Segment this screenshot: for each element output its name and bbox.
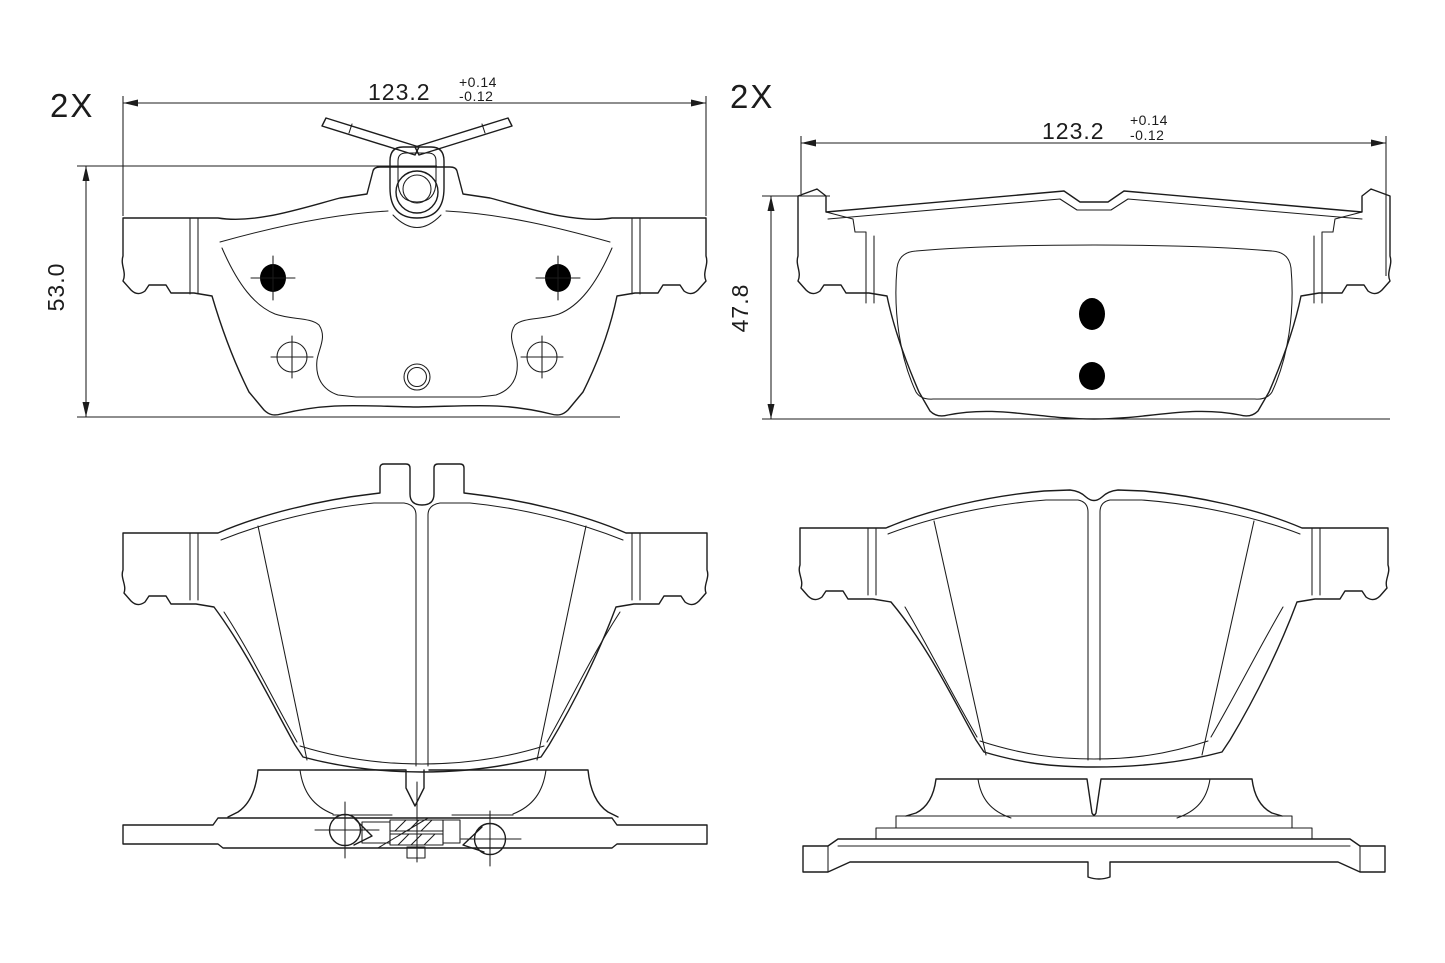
edge-plinth [875,815,1313,840]
edge-bar-cap-lines [827,845,1361,873]
quantity-label: 2X [50,87,94,124]
left-part-views: 2X 123.2 +0.14 -0.12 53.0 [43,74,709,867]
width-tolerance-plus: +0.14 [459,74,497,90]
friction-silhouette [121,463,709,773]
friction-inner-sides [223,611,621,743]
chamfer-lines [257,525,587,761]
chamfer-lines [933,520,1255,756]
friction-silhouette [798,489,1390,768]
left-backplate-view [121,117,708,416]
locator-dots [1079,298,1105,390]
locator-dot-upper [1079,298,1105,330]
friction-inner-contour-right [1099,499,1301,761]
pad-face-contour [895,244,1293,400]
backplate-silhouette [121,166,708,416]
quantity-label: 2X [730,78,774,115]
width-tolerance-minus: -0.12 [1130,127,1164,143]
clip-loop-outer [389,146,445,219]
friction-inner-contour-left [887,499,1089,761]
width-arrow-right [691,99,706,107]
clip-right-arm [414,117,513,156]
edge-plate-top [905,778,1283,817]
width-extension-lines [800,136,1387,276]
backplate-silhouette [796,188,1392,420]
height-arrow-top [767,196,775,211]
friction-inner-contour-right [427,502,624,767]
clip-loop-inner [397,152,437,203]
clip-grommet-inner [402,174,432,204]
target-hole-left-crosshair [270,335,314,379]
right-backplate-view [796,188,1392,420]
right-friction-side-view [798,489,1390,768]
height-arrow-top [82,166,90,181]
clip-left-arm [321,117,420,156]
width-tolerance-plus: +0.14 [1130,112,1168,128]
friction-inner-bottom [299,745,545,765]
locator-dot-right-crosshair [535,255,581,301]
friction-inner-bottom [979,740,1209,760]
target-holes [270,335,564,391]
wear-indicator-clip [321,117,513,219]
width-arrow-right [1371,139,1386,147]
ear-segment-lines [189,532,641,601]
center-hole-outer [403,363,431,391]
backplate-inner-contour [219,210,611,243]
right-part-views: 2X 123.2 +0.14 -0.12 47.8 [727,78,1392,880]
clip-pin-right-hook [462,826,485,853]
width-extension-lines [122,96,707,216]
friction-inner-contour-left [220,502,417,767]
clip-grommet-outer [395,170,439,214]
edge-bar [122,817,708,849]
clip-pin-right [460,810,522,867]
left-friction-side-view [121,463,709,773]
height-dimension-text: 53.0 [43,263,69,312]
height-extension-lines [762,195,1390,420]
locator-dot-left-crosshair [250,255,296,301]
ear-step-left [825,211,875,304]
width-dimension-text: 123.2 [368,79,431,105]
target-hole-right-crosshair [520,335,564,379]
ear-step-right [1313,211,1363,304]
locator-dot-lower [1079,362,1105,390]
clip-pin-left-crosshair [314,801,380,859]
center-hole-inner [406,366,428,388]
right-edge-view [802,778,1386,880]
right-dimensions: 2X 123.2 +0.14 -0.12 47.8 [727,78,1390,420]
width-tolerance-minus: -0.12 [459,88,493,104]
height-dimension-text: 47.8 [727,284,753,333]
top-edge-inner-line [827,198,1363,220]
left-edge-view [122,769,708,867]
edge-plate-fillets [977,778,1211,819]
clip-pin-right-crosshair [460,810,522,867]
width-arrow-left [123,99,138,107]
pad-shim-rect-left [361,821,391,844]
friction-inner-sides [904,606,1284,738]
ear-segment-lines [189,217,641,295]
left-dimensions: 2X 123.2 +0.14 -0.12 53.0 [43,74,707,418]
height-arrow-bottom [767,404,775,419]
ear-segment-lines [867,527,1321,596]
edge-plate-top [227,769,619,818]
clip-pin-left-hook [352,816,373,846]
clip-arm-joints [348,123,486,134]
width-arrow-left [801,139,816,147]
center-tab [406,846,426,859]
height-arrow-bottom [82,402,90,417]
pad-pocket-outline [221,247,613,398]
edge-plate-fillets [299,769,547,816]
width-dimension-text: 123.2 [1042,118,1105,144]
height-extension-lines [77,165,620,418]
locator-dots [250,255,581,301]
clip-pin-left [314,801,380,859]
pad-shim-rect-right [442,819,461,844]
edge-bar [802,838,1386,880]
